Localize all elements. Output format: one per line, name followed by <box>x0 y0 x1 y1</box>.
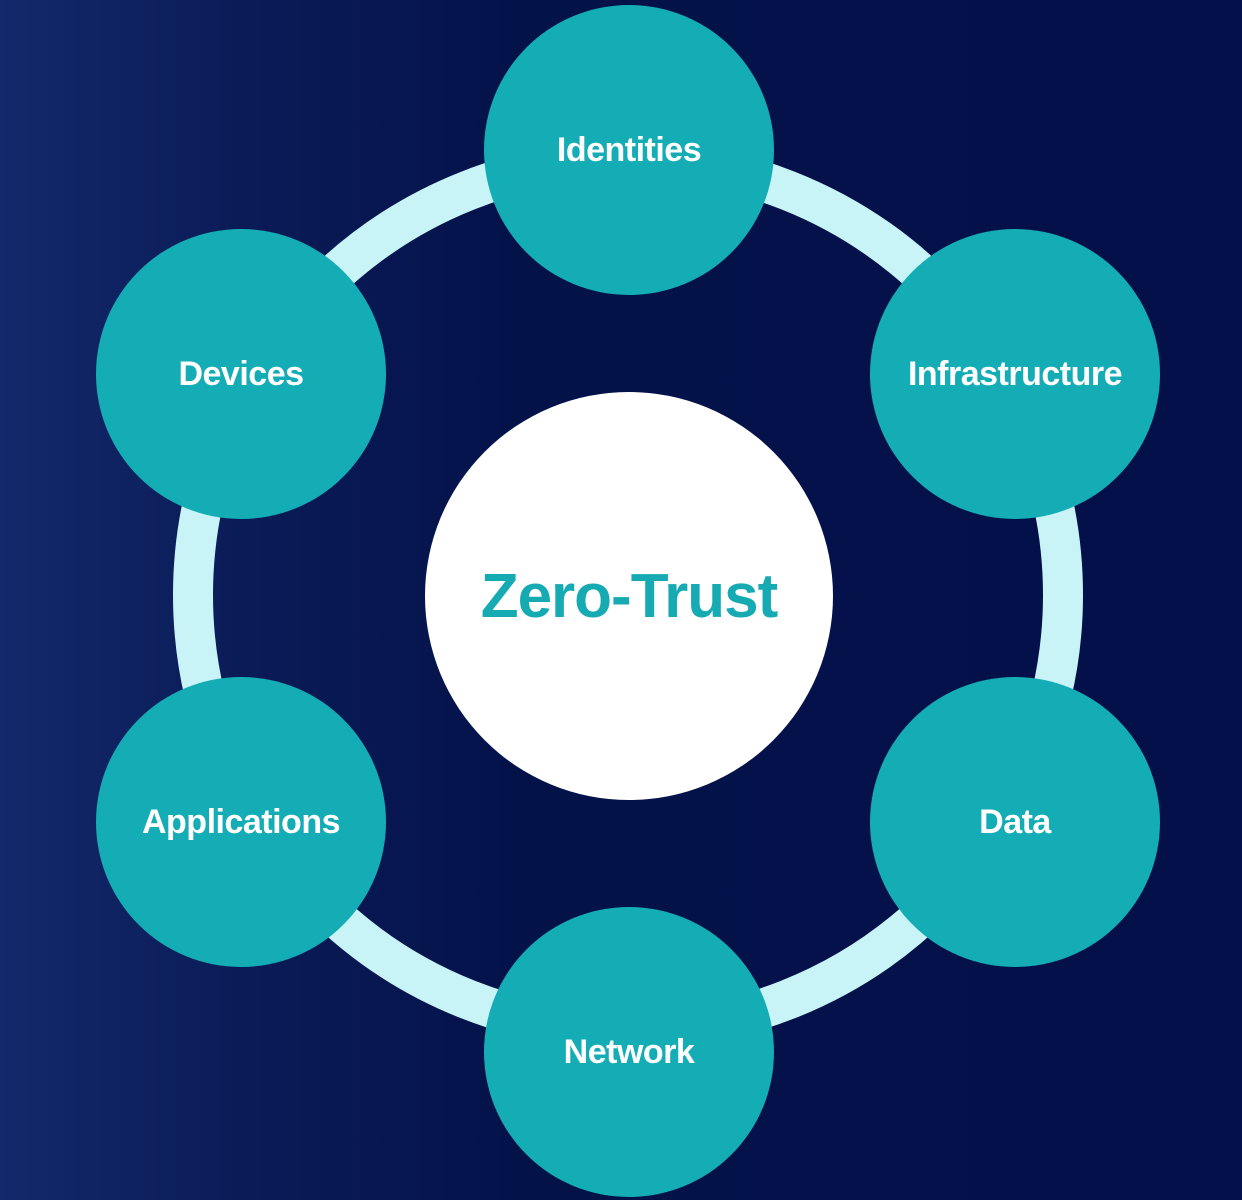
node-data: Data <box>870 677 1160 967</box>
node-network: Network <box>484 907 774 1197</box>
center-circle: Zero-Trust <box>425 392 833 800</box>
node-devices: Devices <box>96 229 386 519</box>
node-devices-label: Devices <box>178 354 304 393</box>
center-label: Zero-Trust <box>480 561 779 631</box>
node-network-label: Network <box>563 1032 695 1071</box>
node-infrastructure-label: Infrastructure <box>907 354 1123 393</box>
node-infrastructure: Infrastructure <box>870 229 1160 519</box>
node-identities: Identities <box>484 5 774 295</box>
node-data-label: Data <box>979 802 1051 841</box>
node-applications: Applications <box>96 677 386 967</box>
node-identities-label: Identities <box>556 130 702 169</box>
node-applications-label: Applications <box>141 802 341 841</box>
